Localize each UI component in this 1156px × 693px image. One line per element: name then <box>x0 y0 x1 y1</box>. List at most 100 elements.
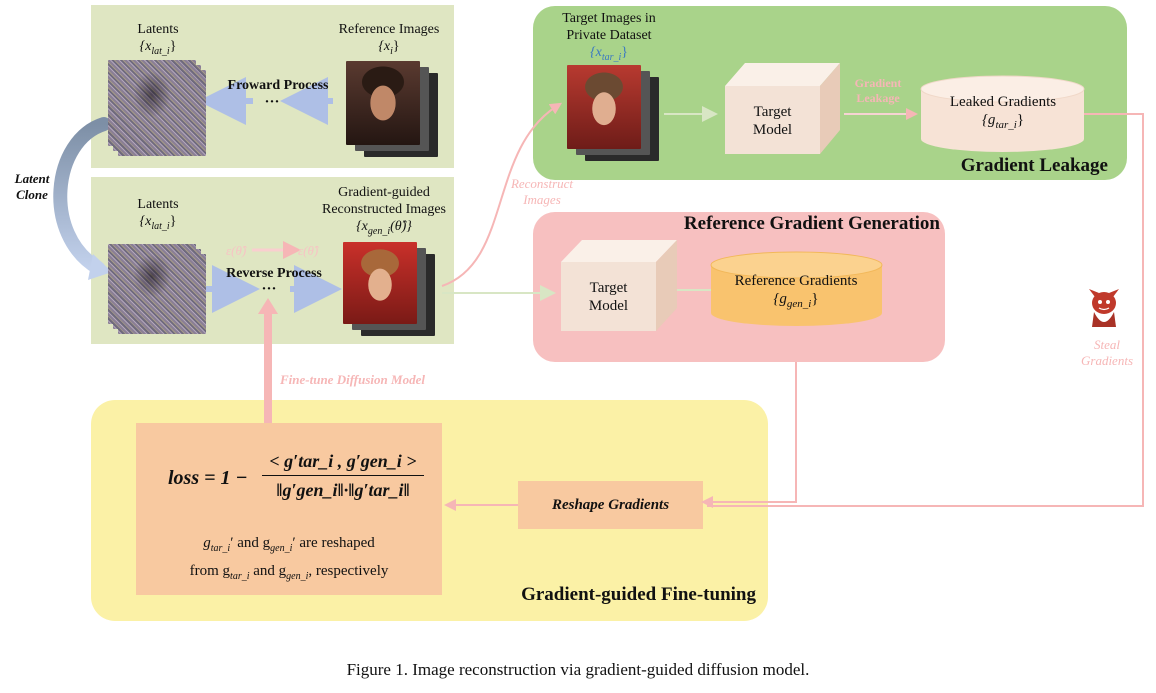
math-sub: gen_i <box>367 225 391 237</box>
model-line-1: Target <box>753 104 792 120</box>
forward-dots: ··· <box>264 94 280 110</box>
reference-down-path <box>701 362 797 508</box>
loss-denominator: ‖g′gen_i‖·‖g′tar_i‖ <box>276 480 410 500</box>
steal-line-1: Steal <box>1094 337 1120 352</box>
math-main: {x <box>139 39 152 54</box>
loss-note: gtar_i′ and ggen_i′ are reshaped from gt… <box>140 534 438 586</box>
reference-face-image <box>346 61 420 145</box>
reverse-process-label: Reverse Process <box>226 266 322 281</box>
forward-process-label: Froward Process <box>227 78 329 93</box>
reconstructed-image-stack <box>343 242 435 336</box>
reconstructed-face-image <box>343 242 417 324</box>
reference-gradients-label: Reference Gradients {ggen_i} <box>716 272 876 313</box>
recon-title-2: Reconstructed Images <box>321 202 446 217</box>
target-model-cube-leakage <box>725 63 840 154</box>
steal-line-2: Gradients <box>1081 353 1133 368</box>
reshape-box <box>518 481 703 529</box>
reconstruct-arrow <box>441 102 563 287</box>
note-sub: gen_i <box>270 543 293 554</box>
note-part: from g <box>189 563 231 579</box>
math-sub: lat_i <box>151 220 170 232</box>
latents-stack-mid <box>108 244 208 334</box>
note-sub: tar_i <box>210 543 231 554</box>
reference-generation-title: Reference Gradient Generation <box>683 213 940 234</box>
model-line-2: Model <box>752 122 793 138</box>
finetune-arrowhead <box>258 298 278 314</box>
note-part: and g <box>249 563 287 579</box>
note-sub: gen_i <box>286 571 309 582</box>
steal-gradients-path <box>707 113 1144 507</box>
math-close: } <box>169 39 177 54</box>
reference-model-label: Target Model <box>561 279 656 315</box>
latent-image <box>108 244 196 324</box>
leakage-model-label: Target Model <box>725 103 820 139</box>
loss-lhs: loss = 1 − <box>168 467 248 489</box>
math-main: {g <box>981 112 996 128</box>
math-sub: tar_i <box>995 119 1017 131</box>
gradient-leakage-arrow-label: Gradient Leakage <box>842 76 914 106</box>
devil-icon <box>1089 289 1119 327</box>
latent-clone-arrowhead <box>88 254 112 280</box>
reconstructed-images-label: Gradient-guided Reconstructed Images {xg… <box>312 184 456 240</box>
latents-stack-top <box>108 60 208 158</box>
math-main: {x <box>590 45 602 60</box>
math-close: (θ̂)} <box>390 219 412 234</box>
top-latents-label: Latents {xlat_i} <box>118 21 198 60</box>
target-model-cube-reference <box>561 240 677 331</box>
math-sub: tar_i <box>601 51 622 63</box>
leaked-gradients-cylinder <box>920 75 1085 152</box>
latent-clone-arrow <box>53 117 111 275</box>
reference-gradients-cylinder <box>710 251 883 326</box>
steal-gradients-label: Steal Gradients <box>1072 337 1142 369</box>
note-part: ′ are reshaped <box>292 535 375 551</box>
reconstruct-line-2: Images <box>523 192 561 207</box>
arrow-label-2: Leakage <box>856 91 900 105</box>
target-image-stack <box>567 65 659 161</box>
model-line-2: Model <box>588 298 629 314</box>
mid-latents-label: Latents {xlat_i} <box>118 196 198 235</box>
figure-caption: Figure 1. Image reconstruction via gradi… <box>346 660 810 679</box>
math-close: } <box>1016 112 1025 128</box>
target-math: {xtar_i} <box>548 44 670 66</box>
finetuning-title: Gradient-guided Fine-tuning <box>521 584 756 605</box>
math-main: {x <box>378 39 391 54</box>
reshape-gradients-label: Reshape Gradients <box>551 497 670 513</box>
top-reference-label: Reference Images {xi} <box>330 21 448 60</box>
epsilon-label-1: ε(θ̂) <box>226 243 247 258</box>
gradient-leakage-title: Gradient Leakage <box>960 155 1108 176</box>
model-line-1: Target <box>589 280 628 296</box>
epsilon-label-2: ε(θ̂) <box>298 243 319 258</box>
reconstruct-images-label: Reconstruct Images <box>496 176 588 208</box>
math-sub: i <box>390 45 393 57</box>
leaked-math: {gtar_i} <box>928 111 1078 134</box>
reverse-dots: ··· <box>261 281 277 297</box>
leaked-gradients-label: Leaked Gradients {gtar_i} <box>928 93 1078 134</box>
note-part: ′ and g <box>230 535 271 551</box>
loss-fraction-bar <box>262 475 424 476</box>
loss-note-line-1: gtar_i′ and ggen_i′ are reshaped <box>140 534 438 558</box>
finetune-arrow-label: Fine-tune Diffusion Model <box>280 372 425 387</box>
math-close: } <box>811 291 819 307</box>
reference-gradients-title: Reference Gradients <box>734 273 858 289</box>
math-main: {g <box>773 291 787 307</box>
loss-numerator: < g′tar_i , g′gen_i > <box>269 451 417 471</box>
arrow-label-1: Gradient <box>854 76 902 90</box>
math-sub: lat_i <box>151 45 170 57</box>
target-images-label: Target Images in Private Dataset {xtar_i… <box>548 10 670 66</box>
reference-images-title: Reference Images <box>338 22 440 37</box>
top-latents-title: Latents <box>137 22 179 37</box>
loss-box <box>136 423 442 595</box>
mid-latents-math: {xlat_i} <box>118 213 198 235</box>
math-sub: gen_i <box>786 298 812 310</box>
math-close: } <box>392 39 400 54</box>
latent-clone-label: Latent Clone <box>14 171 50 202</box>
math-close: } <box>621 45 628 60</box>
latent-image <box>108 60 196 146</box>
reference-gradients-math: {ggen_i} <box>716 290 876 313</box>
note-part: g <box>203 535 211 551</box>
loss-note-line-2: from gtar_i and ggen_i, respectively <box>140 562 438 586</box>
math-main: {x <box>139 214 152 229</box>
top-latents-math: {xlat_i} <box>118 38 198 60</box>
math-close: } <box>169 214 177 229</box>
